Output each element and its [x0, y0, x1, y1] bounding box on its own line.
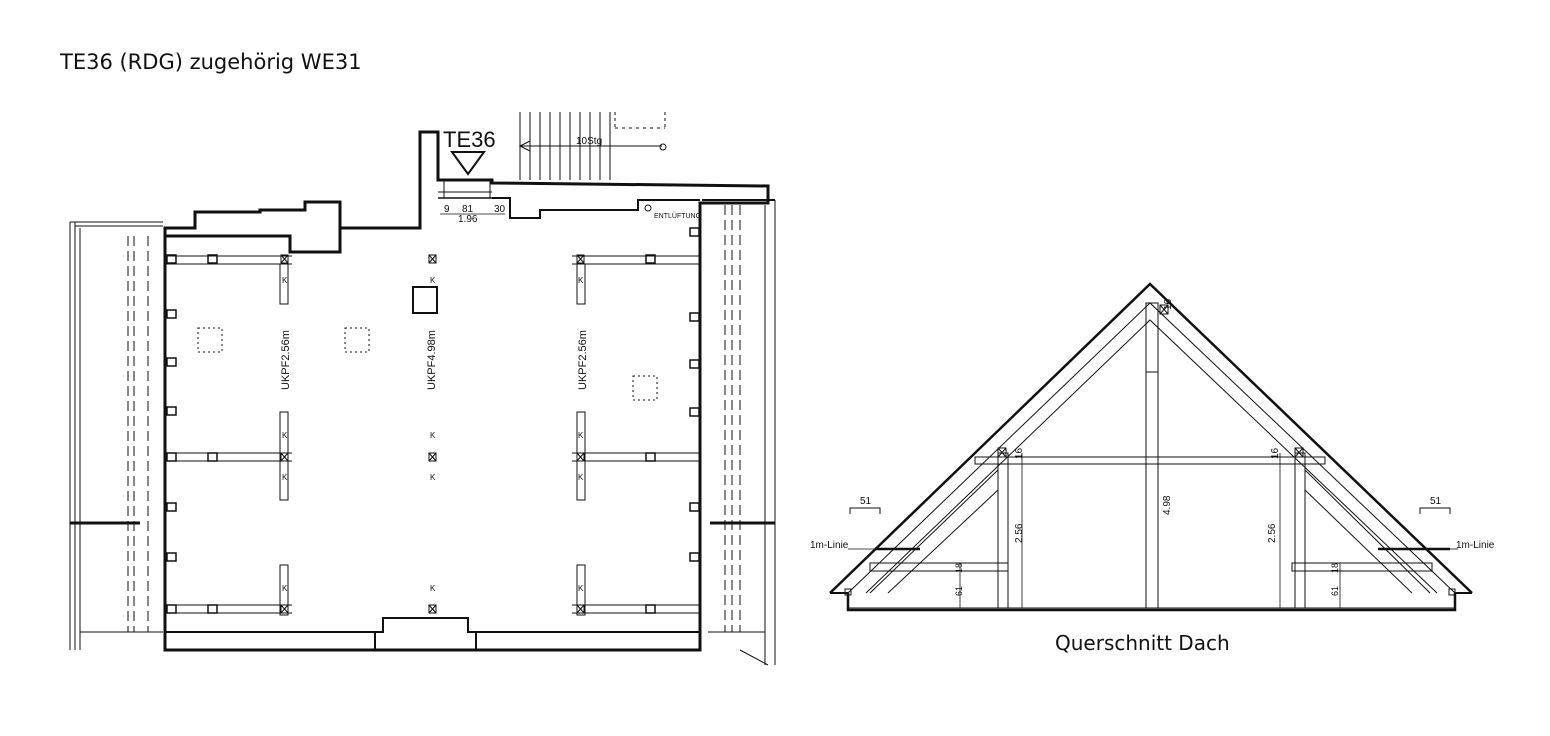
k-marker: K	[578, 431, 584, 440]
dim-1-96: 1.96	[458, 214, 478, 225]
wall-brackets	[166, 227, 700, 614]
k-marker: K	[430, 276, 436, 285]
k-marker: K	[282, 473, 288, 482]
vent-label: ENTLÜFTUNG	[654, 212, 701, 220]
dim-18-right: 18	[1330, 563, 1340, 573]
chimney	[412, 286, 438, 314]
staircase	[518, 112, 667, 180]
one-meter-label-left: 1m-Linie	[810, 540, 849, 551]
dim-16-right: 16	[1270, 447, 1281, 459]
right-outer-wall	[702, 199, 776, 666]
k-marker: K	[430, 431, 436, 440]
section-title: Querschnitt Dach	[1055, 631, 1230, 655]
dim-61-right: 61	[1330, 586, 1340, 596]
inner-top-right-wall	[492, 197, 700, 219]
k-marker: K	[430, 473, 436, 482]
dim-51-left: 51	[860, 496, 872, 507]
height-total: 4.98	[1162, 495, 1173, 515]
queen-post-right	[1294, 452, 1306, 609]
page-title: TE36 (RDG) zugehörig WE31	[60, 50, 362, 74]
ukpf-right-label: UKPF2.56m	[577, 330, 589, 390]
dim-16-left: 16	[1014, 447, 1025, 459]
dim-30: 30	[494, 204, 506, 215]
k-marker: K	[578, 584, 584, 593]
height-right: 2.56	[1267, 523, 1278, 543]
k-marker: K	[282, 584, 288, 593]
queen-post-left	[997, 452, 1009, 609]
roof-outline	[829, 282, 1473, 594]
dim-16-top: 16	[1163, 298, 1174, 310]
section-labels: 16 4.98 16 16 2.56 2.56 18 18 61 61 51 5…	[810, 298, 1495, 655]
dim-9: 9	[444, 204, 450, 215]
dim-51-right: 51	[1430, 496, 1442, 507]
posts	[279, 263, 586, 616]
roof-cross-section	[829, 282, 1473, 612]
left-outer-wall	[69, 221, 163, 650]
top-wall-stepped	[163, 200, 342, 236]
room-label: TE36	[443, 127, 496, 152]
dim-81: 81	[462, 204, 474, 215]
k-marker: K	[282, 431, 288, 440]
bottom-niche	[374, 617, 477, 650]
k-marker: K	[282, 276, 288, 285]
vent-icon	[644, 204, 652, 212]
k-marker: K	[578, 473, 584, 482]
floor-slab	[846, 593, 1457, 612]
k-marker: K	[430, 584, 436, 593]
ukpf-left-label: UKPF2.56m	[280, 330, 292, 390]
ukpf-center-label: UKPF4.98m	[426, 330, 438, 390]
collar-beam	[974, 456, 1326, 465]
floor-plan: 10Stg TE36 9 81 30 1.96 ENTLÜFTUNG	[69, 112, 776, 666]
skylights	[197, 327, 658, 401]
k-marker: K	[578, 276, 584, 285]
one-meter-label-right: 1m-Linie	[1456, 540, 1495, 551]
height-left: 2.56	[1014, 523, 1025, 543]
dim-18-left: 18	[954, 563, 964, 573]
dim-61-left: 61	[954, 586, 964, 596]
king-post	[1145, 302, 1159, 609]
post-markers	[280, 254, 585, 614]
entrance-marker-icon	[450, 151, 486, 176]
beams	[165, 255, 700, 614]
k-markers: K K K K K K K K K K K K	[282, 276, 584, 593]
stair-label: 10Stg	[576, 136, 602, 147]
room-outline	[163, 130, 770, 652]
